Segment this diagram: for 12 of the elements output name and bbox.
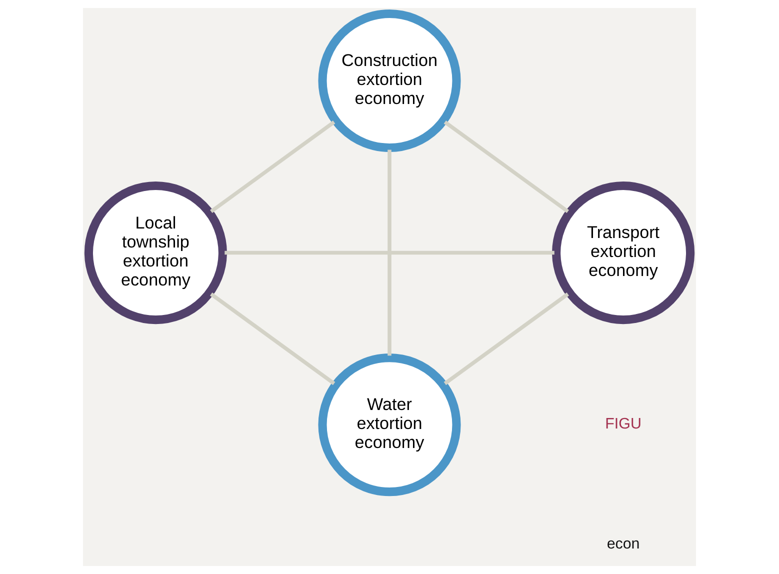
node-circle: Local township extortion economy	[84, 182, 227, 324]
node-circle: Transport extortion economy	[552, 182, 695, 324]
connector	[388, 150, 392, 356]
connector	[444, 292, 569, 386]
connector	[224, 250, 554, 255]
node-circle: Construction extortion economy	[318, 10, 461, 152]
label: econ	[606, 536, 640, 553]
connector	[210, 120, 336, 214]
connector	[444, 120, 569, 214]
connector	[210, 292, 336, 386]
node-circle: Water extortion economy	[318, 354, 461, 496]
label: FIGU	[605, 415, 642, 432]
